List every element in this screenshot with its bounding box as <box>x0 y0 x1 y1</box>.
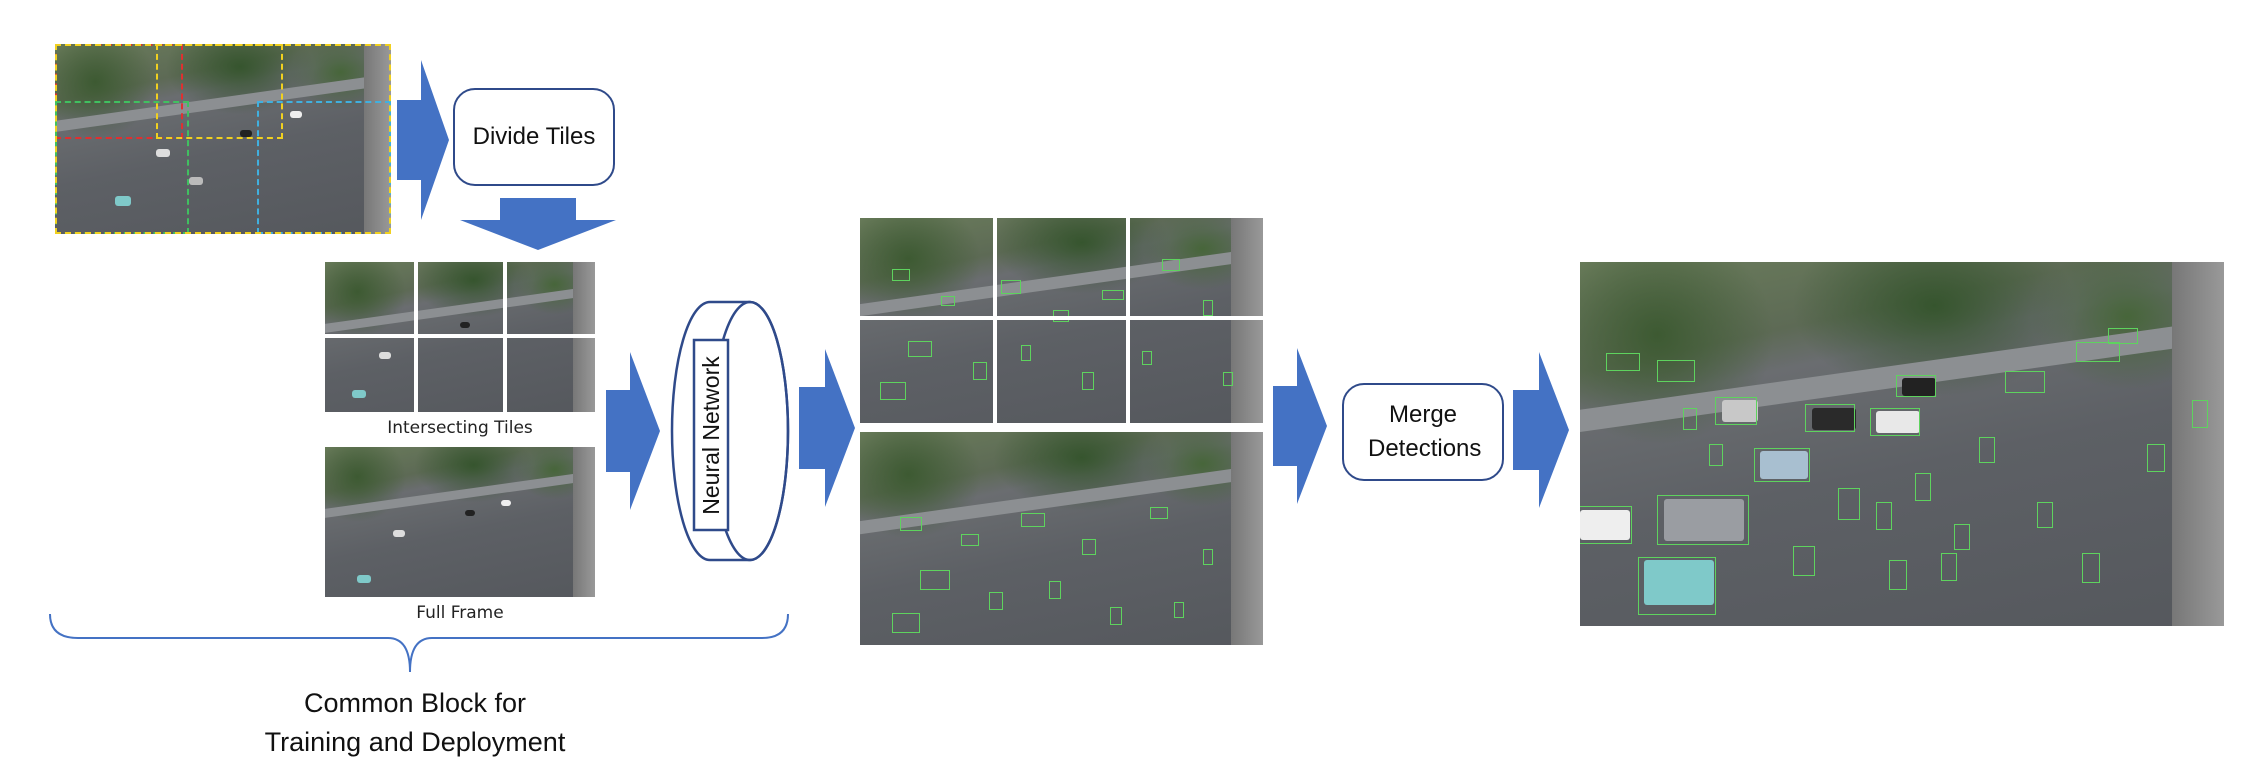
common-block-line-2: Training and Deployment <box>264 727 566 757</box>
merged-output-image <box>1580 262 2224 626</box>
tile-detections-image <box>860 218 1263 423</box>
frame-detections-image <box>860 432 1263 645</box>
arrow-to-divide-tiles <box>397 60 449 220</box>
neural-network-cylinder <box>670 300 790 562</box>
divide-tiles-box: Divide Tiles <box>453 88 615 186</box>
divide-tiles-label: Divide Tiles <box>472 123 596 150</box>
merge-detections-box: Merge Detections <box>1342 383 1504 481</box>
input-frame-image <box>55 44 391 234</box>
common-block-line-1: Common Block for <box>303 688 527 718</box>
full-frame-image <box>325 447 595 597</box>
tile-outline-yellow-2 <box>55 44 391 234</box>
common-block-brace <box>49 613 789 673</box>
common-block-caption: Common Block for Training and Deployment <box>200 684 630 762</box>
arrow-to-final-output <box>1513 352 1569 508</box>
full-frame-caption: Full Frame <box>416 603 504 623</box>
arrow-to-detections <box>799 349 855 507</box>
arrow-down-to-tiles <box>460 198 616 250</box>
intersecting-tiles-caption: Intersecting Tiles <box>387 418 533 438</box>
merge-detections-label: Merge Detections <box>1368 401 1482 462</box>
arrow-to-neural-network <box>606 352 660 510</box>
intersecting-tiles-image <box>325 262 595 412</box>
arrow-to-merge <box>1273 348 1327 504</box>
neural-network-label: Neural Network <box>697 355 724 515</box>
